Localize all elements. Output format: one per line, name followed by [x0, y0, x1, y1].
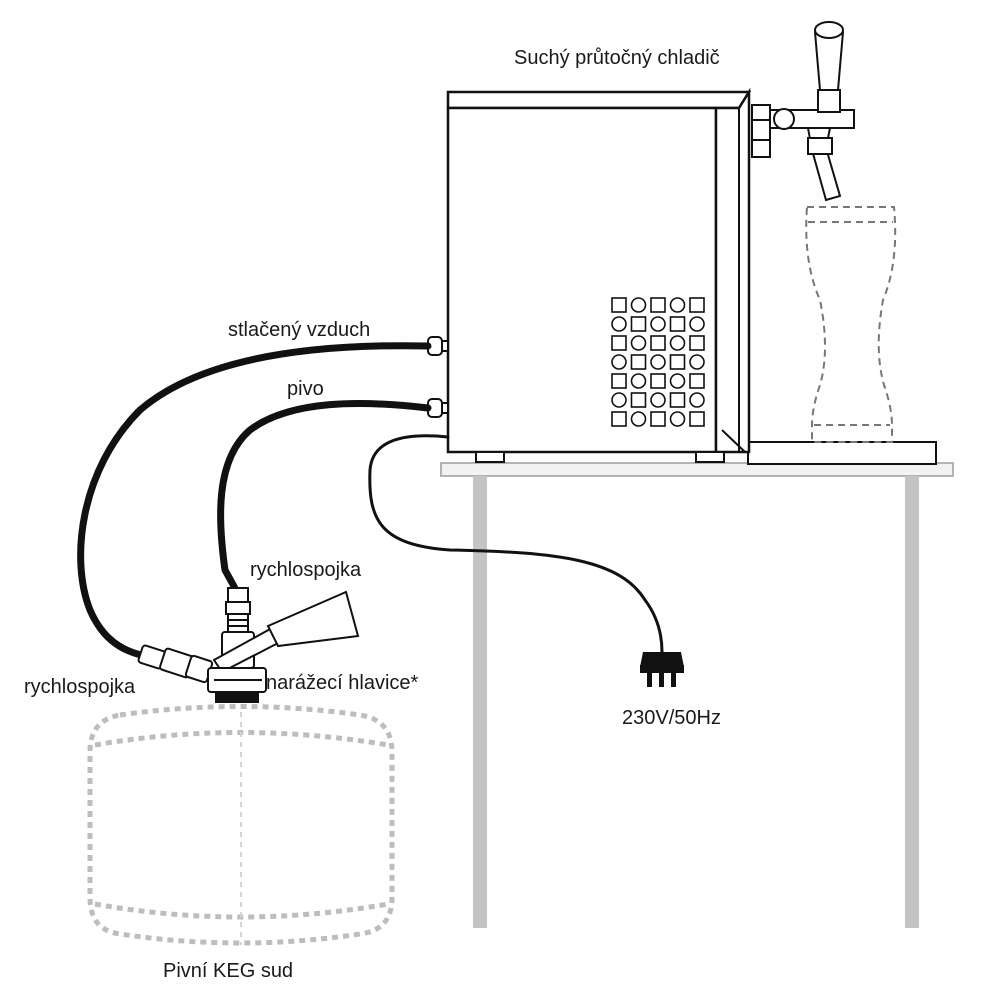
- air-hose: [77, 342, 432, 662]
- table-leg-left: [473, 476, 487, 928]
- cooler-side: [714, 87, 751, 454]
- label-coupler-beer: rychlospojka: [250, 559, 362, 581]
- vent-hole: [689, 392, 705, 408]
- vent-hole: [650, 354, 666, 370]
- vent-hole: [630, 411, 647, 427]
- vent-hole: [650, 316, 666, 332]
- vent-hole: [611, 373, 627, 389]
- vent-hole: [611, 316, 627, 332]
- cooler-foot-right: [695, 451, 725, 463]
- label-air: stlačený vzduch: [228, 319, 370, 341]
- vent-hole: [650, 335, 666, 351]
- vent-hole: [650, 373, 666, 389]
- vent-hole: [611, 335, 627, 351]
- beer-hose: [217, 399, 432, 594]
- quick-coupler-beer: [225, 587, 251, 633]
- vent-hole: [650, 297, 666, 313]
- label-keg: Pivní KEG sud: [163, 960, 293, 982]
- cooler-foot-left: [475, 451, 505, 463]
- table-leg-right: [905, 476, 919, 928]
- vent-hole: [669, 297, 686, 313]
- vent-hole: [669, 373, 686, 389]
- vent-hole: [630, 335, 647, 351]
- table: [440, 462, 954, 928]
- label-coupler-air: rychlospojka: [24, 676, 136, 698]
- vent-hole: [650, 411, 666, 427]
- vent-hole: [669, 354, 686, 370]
- label-tap-head: narážecí hlavice*: [266, 672, 419, 694]
- vent-hole: [650, 392, 666, 408]
- vent-hole: [630, 316, 647, 332]
- vent-hole: [611, 392, 627, 408]
- drip-tray: [747, 441, 937, 465]
- vent-hole: [689, 373, 705, 389]
- vent-hole: [630, 354, 647, 370]
- vent-hole: [611, 297, 627, 313]
- keg-coupler: [207, 590, 360, 703]
- label-beer: pivo: [287, 378, 324, 400]
- vent-hole: [611, 411, 627, 427]
- vent-hole: [669, 316, 686, 332]
- beer-glass: [805, 206, 897, 443]
- ventilation-grille: [611, 297, 705, 427]
- vent-hole: [630, 373, 647, 389]
- vent-hole: [611, 354, 627, 370]
- cooler-top: [446, 90, 752, 110]
- beer-tap: [751, 21, 855, 202]
- vent-hole: [630, 297, 647, 313]
- vent-hole: [689, 354, 705, 370]
- vent-hole: [669, 392, 686, 408]
- vent-hole: [689, 411, 705, 427]
- power-cable: [368, 434, 664, 654]
- cooler-unit: [446, 87, 752, 463]
- vent-hole: [669, 335, 686, 351]
- coupler-handle: [266, 590, 360, 648]
- power-plug: [640, 652, 684, 687]
- vent-hole: [630, 392, 647, 408]
- vent-hole: [689, 335, 705, 351]
- quick-coupler-air: [137, 644, 214, 684]
- beer-connector: [427, 398, 449, 418]
- vent-hole: [669, 411, 686, 427]
- vent-hole: [689, 316, 705, 332]
- vent-hole: [689, 297, 705, 313]
- label-power: 230V/50Hz: [622, 707, 721, 729]
- label-cooler: Suchý průtočný chladič: [514, 47, 720, 69]
